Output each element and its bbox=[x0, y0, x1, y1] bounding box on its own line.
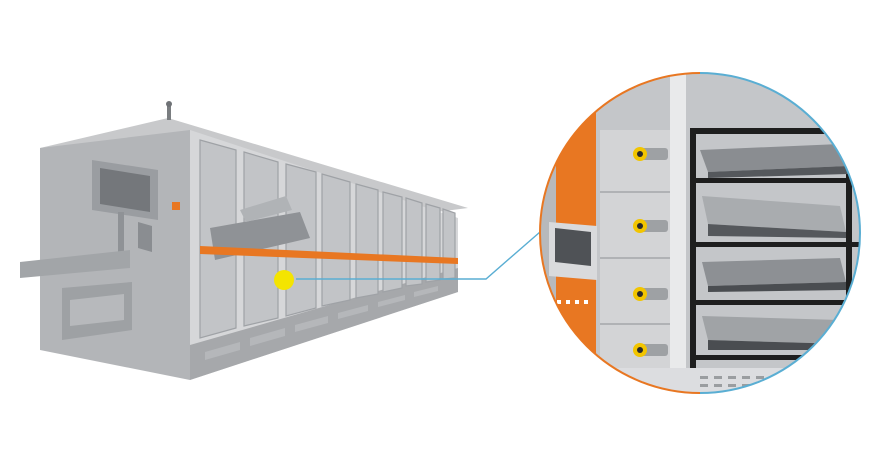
detail-zoom-circle bbox=[540, 73, 860, 393]
detail-screen bbox=[549, 222, 597, 280]
callout-lines bbox=[296, 231, 541, 280]
base-vents bbox=[205, 286, 438, 360]
detail-circle-outline bbox=[539, 72, 861, 394]
detail-proximity-sensor-icon bbox=[633, 219, 668, 233]
control-panel bbox=[92, 160, 158, 252]
detail-rack-frame bbox=[690, 128, 860, 390]
detail-vent-dots bbox=[557, 300, 588, 304]
sensor-marker-yellow-dot-icon[interactable] bbox=[274, 270, 294, 290]
detail-proximity-sensor-icon bbox=[633, 343, 668, 357]
end-logo bbox=[172, 202, 180, 210]
conveyor-tray bbox=[20, 250, 130, 278]
detail-shelves bbox=[700, 144, 848, 350]
antenna-tip bbox=[166, 101, 172, 107]
machine bbox=[20, 101, 468, 380]
detail-base-plate bbox=[600, 368, 860, 393]
orange-stripe bbox=[200, 246, 458, 264]
detail-proximity-sensor-icon bbox=[633, 147, 668, 161]
detail-proximity-sensor-icon bbox=[633, 287, 668, 301]
end-grille bbox=[70, 294, 124, 326]
antenna bbox=[167, 104, 171, 120]
interior-arm bbox=[240, 196, 292, 222]
